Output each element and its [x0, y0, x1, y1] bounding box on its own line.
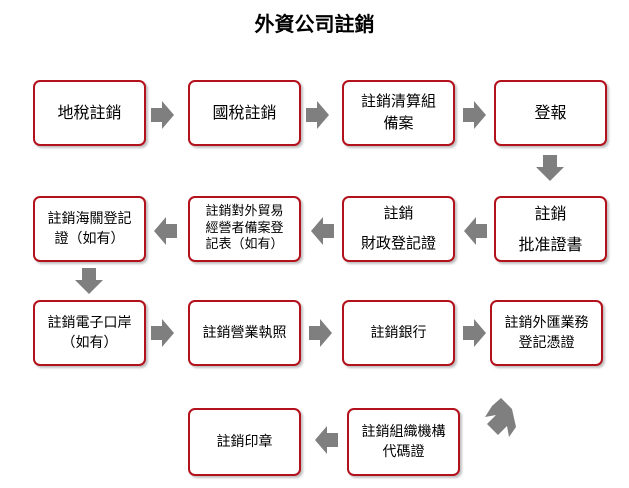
step-cancel-organization-code: 註銷組織機構 代碼證 — [347, 408, 460, 476]
step-cancel-business-license: 註銷營業執照 — [188, 300, 301, 366]
step-cancel-forex-registration: 註銷外匯業務 登記憑證 — [490, 300, 603, 366]
step-text: （如有） — [61, 335, 118, 351]
step-text: 註銷電子口岸 — [47, 314, 132, 331]
arrow-s1-s2 — [151, 101, 174, 129]
step-text: 批准證書 — [518, 235, 583, 254]
arrow-s9-s10 — [151, 319, 174, 347]
arrow-s6-s7 — [311, 217, 334, 245]
step-text: 註銷對外貿易 — [205, 203, 284, 219]
step-text: 註銷營業執照 — [202, 324, 287, 341]
step-text: 註銷海關登記 — [47, 210, 132, 227]
step-text: 經營者備案登 — [205, 220, 284, 236]
step-text: 證（如有） — [54, 231, 125, 247]
step-text: 註銷 — [383, 204, 414, 223]
step-text: 註銷清算組 — [360, 92, 436, 111]
step-text: 註銷銀行 — [370, 324, 427, 341]
arrow-s2-s3 — [306, 101, 329, 129]
arrow-s7-s8 — [154, 217, 177, 245]
step-cancel-e-port: 註銷電子口岸 （如有） — [33, 300, 146, 366]
step-text: 註銷印章 — [216, 433, 273, 450]
step-text: 代碼證 — [382, 444, 425, 460]
arrow-s11-s12 — [463, 319, 486, 347]
step-national-tax-deregistration: 國稅註銷 — [188, 80, 301, 146]
step-text: 註銷 — [534, 203, 567, 223]
step-liquidation-group-filing: 註銷清算組 備案 — [342, 80, 455, 146]
step-newspaper-notice: 登報 — [494, 80, 607, 146]
arrow-s8-s9 — [75, 268, 103, 294]
arrow-s5-s6 — [464, 217, 487, 245]
step-text: 備案 — [383, 114, 414, 132]
step-text: 註銷組織機構 — [361, 423, 446, 440]
step-text: 財政登記證 — [360, 234, 436, 252]
step-text: 登報 — [534, 103, 567, 123]
arrow-s4-s5 — [536, 155, 564, 181]
step-cancel-customs-registration: 註銷海關登記 證（如有） — [33, 196, 146, 262]
arrow-s13-s14 — [315, 426, 338, 454]
step-cancel-bank: 註銷銀行 — [342, 300, 455, 366]
step-cancel-foreign-trade-filing: 註銷對外貿易 經營者備案登 記表（如有） — [188, 196, 301, 262]
step-text: 登記憑證 — [518, 335, 575, 351]
step-cancel-seal: 註銷印章 — [188, 408, 301, 476]
step-local-tax-deregistration: 地稅註銷 — [33, 80, 146, 146]
arrow-s3-s4 — [463, 101, 486, 129]
step-cancel-approval-certificate: 註銷 批准證書 — [494, 196, 607, 262]
step-text: 記表（如有） — [205, 237, 284, 253]
step-text: 註銷外匯業務 — [504, 314, 589, 331]
arrow-s10-s11 — [309, 319, 332, 347]
step-cancel-finance-registration: 註銷 財政登記證 — [342, 196, 455, 262]
step-text: 國稅註銷 — [212, 103, 277, 123]
diagram-title: 外資公司註銷 — [254, 12, 375, 36]
step-text: 地稅註銷 — [57, 103, 122, 123]
arrow-s12-s13 — [485, 398, 516, 437]
